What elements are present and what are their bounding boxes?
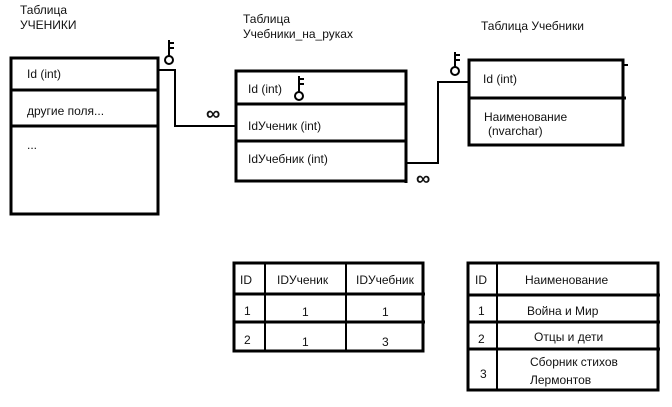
students-table: [9, 56, 160, 216]
table-cell: 3: [382, 335, 389, 349]
table-cell: 2: [244, 333, 251, 347]
table-cell: Сборник стихов: [530, 355, 618, 369]
table-cell: 2: [478, 332, 485, 346]
loans-field-book-id: IdУчебник (int): [248, 152, 328, 166]
students-field-ellipsis: ...: [27, 138, 38, 152]
students-table-title: Таблица УЧЕНИКИ: [20, 3, 77, 33]
key-icon: [294, 76, 304, 101]
books-field-id: Id (int): [483, 72, 518, 86]
loans-title-line2: Учебники_на_руках: [243, 27, 353, 41]
table-header: IDУченик: [277, 273, 329, 287]
students-field-other: другие поля...: [27, 104, 105, 118]
sample-loans-grid: [232, 261, 425, 353]
table-cell: 1: [302, 335, 309, 349]
sample-books-grid: [466, 261, 660, 392]
key-icon: [450, 52, 460, 76]
table-cell: Лермонтов: [530, 373, 592, 387]
table-header: IDУчебник: [356, 273, 414, 287]
many-symbol-books: ∞: [416, 168, 431, 190]
loans-table-title: Таблица Учебники_на_руках: [243, 12, 353, 42]
table-cell: Война и Мир: [527, 304, 599, 318]
loans-field-id: Id (int): [248, 82, 283, 96]
table-header: Наименование: [525, 273, 609, 287]
books-field-type: (nvarchar): [488, 124, 543, 138]
students-field-id: Id (int): [27, 67, 62, 81]
table-cell: 1: [478, 304, 485, 318]
table-header: ID: [240, 273, 252, 287]
books-field-name: Наименование: [484, 110, 568, 124]
table-cell: 1: [382, 305, 389, 319]
relation-line-books: [406, 81, 469, 164]
table-cell: 3: [480, 367, 487, 381]
books-table-title: Таблица Учебники: [481, 19, 584, 33]
students-title-line1: Таблица: [20, 3, 68, 17]
table-cell: 1: [302, 305, 309, 319]
loans-field-student-id: IdУченик (int): [248, 119, 322, 133]
table-cell: Отцы и дети: [534, 330, 604, 344]
books-table: [467, 58, 628, 147]
relation-line-students: [158, 69, 236, 127]
loans-title-line1: Таблица: [243, 12, 291, 26]
many-symbol-students: ∞: [206, 103, 221, 125]
students-title-line2: УЧЕНИКИ: [20, 18, 77, 32]
key-icon: [164, 40, 174, 65]
table-header: ID: [475, 273, 487, 287]
table-cell: 1: [244, 304, 251, 318]
